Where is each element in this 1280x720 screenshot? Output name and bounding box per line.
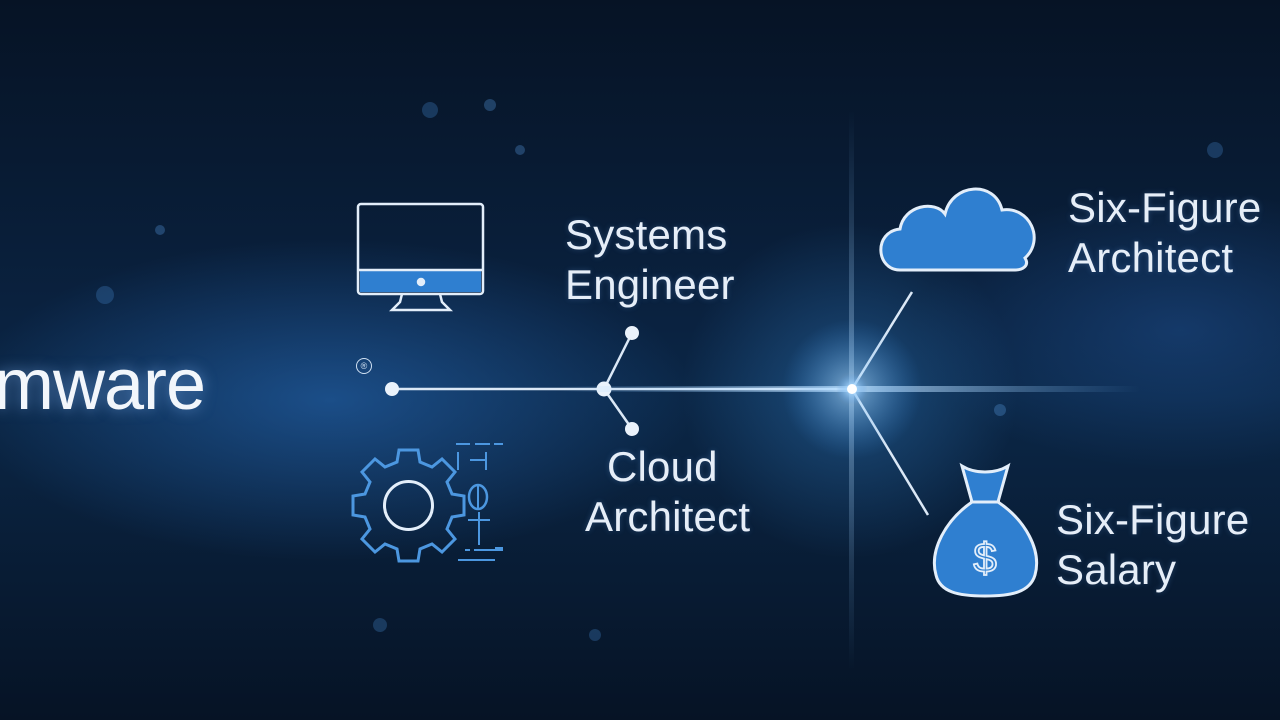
six-figure-architect-label: Six-Figure Architect [1068,183,1261,283]
systems-engineer-node-dot [625,326,639,340]
cloud-architect-line2: Architect [585,493,751,540]
branch-up-connector [602,332,634,390]
cloud-architect-line1: Cloud [607,443,718,490]
money-bag-icon: $ [933,462,1038,598]
six-figure-architect-line2: Architect [1068,234,1234,281]
systems-engineer-label: Systems Engineer [565,210,735,310]
systems-engineer-line1: Systems [565,211,728,258]
vmware-logo: mware [0,345,206,425]
six-figure-architect-line1: Six-Figure [1068,184,1262,231]
background-bokeh [96,99,1223,641]
light-flare [560,110,1140,670]
cloud-architect-label: Cloud Architect [585,442,750,542]
registered-mark: ® [356,358,372,374]
cloud-architect-node-dot [625,422,639,436]
six-figure-salary-label: Six-Figure Salary [1056,495,1249,595]
monitor-icon [356,202,485,312]
six-figure-salary-line1: Six-Figure [1056,496,1250,543]
gear-blueprint-icon [351,443,503,563]
connector-nodes [385,326,639,436]
start-node-dot [385,382,399,396]
six-figure-salary-line2: Salary [1056,546,1177,593]
cloud-icon [879,187,1036,272]
svg-text:$: $ [973,534,996,581]
branch-down-connector [602,388,634,430]
systems-engineer-line2: Engineer [565,261,735,308]
